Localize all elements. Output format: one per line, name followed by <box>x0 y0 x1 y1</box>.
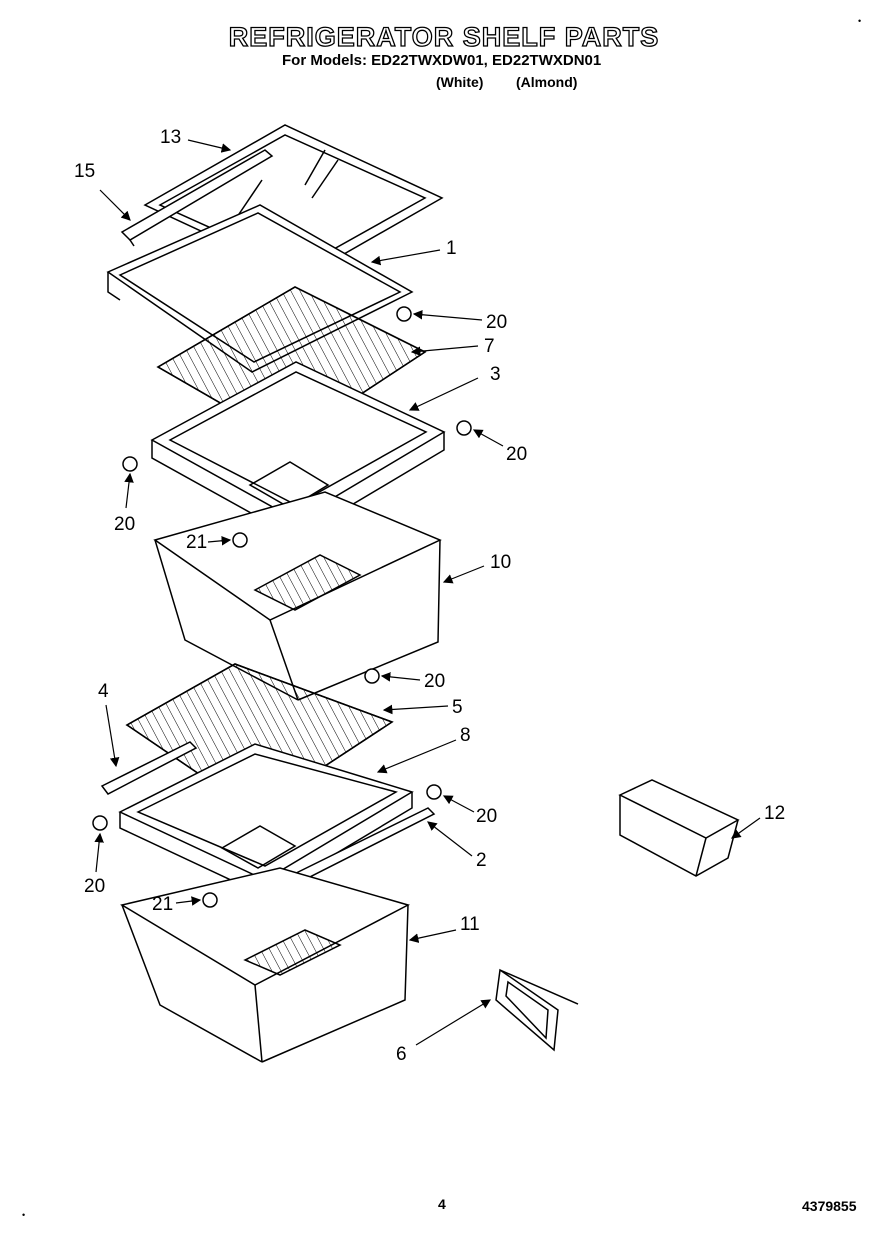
callout-20: 20 <box>114 514 135 535</box>
variant-almond: (Almond) <box>516 74 578 90</box>
screw-part <box>202 892 218 908</box>
screw-part <box>456 420 472 436</box>
variant-white: (White) <box>436 74 484 90</box>
callout-8: 8 <box>460 725 471 746</box>
screw-part <box>122 456 138 472</box>
callout-20: 20 <box>486 312 507 333</box>
callout-20: 20 <box>424 671 445 692</box>
callout-20: 20 <box>506 444 527 465</box>
callout-5: 5 <box>452 697 463 718</box>
callout-21: 21 <box>186 532 207 553</box>
models-line: For Models: ED22TWXDW01, ED22TWXDN01 <box>282 52 602 69</box>
screw-part <box>92 815 108 831</box>
shelf-frame-part <box>106 204 414 373</box>
callout-4: 4 <box>98 681 109 702</box>
callout-2: 2 <box>476 850 487 871</box>
callout-12: 12 <box>764 803 785 824</box>
callout-1: 1 <box>446 238 457 259</box>
callout-13: 13 <box>160 127 181 148</box>
leader-lines <box>94 139 761 1046</box>
callout-20: 20 <box>84 876 105 897</box>
screw-part <box>396 306 412 322</box>
callout-7: 7 <box>484 336 495 357</box>
document-number: 4379855 <box>802 1198 857 1214</box>
upper-drawer-part <box>153 491 442 701</box>
callout-11: 11 <box>460 914 480 935</box>
callout-20: 20 <box>476 806 497 827</box>
page-number: 4 <box>438 1196 446 1212</box>
page-title: REFRIGERATOR SHELF PARTS <box>228 21 660 52</box>
callout-3: 3 <box>490 364 501 385</box>
bin-part <box>618 779 740 877</box>
screw-part <box>364 668 380 684</box>
callout-21: 21 <box>152 894 173 915</box>
corner-mark: • <box>22 1210 26 1220</box>
trim-part <box>100 741 198 795</box>
screw-part <box>426 784 442 800</box>
shelf-trim-part <box>120 149 274 247</box>
upper-cover-frame-part <box>150 361 446 539</box>
callout-6: 6 <box>396 1044 407 1065</box>
corner-mark: • <box>858 16 862 26</box>
screw-part <box>232 532 248 548</box>
callout-15: 15 <box>74 161 95 182</box>
lower-cover-frame-part <box>118 743 414 897</box>
label-holder-part <box>495 968 579 1052</box>
callout-10: 10 <box>490 552 511 573</box>
